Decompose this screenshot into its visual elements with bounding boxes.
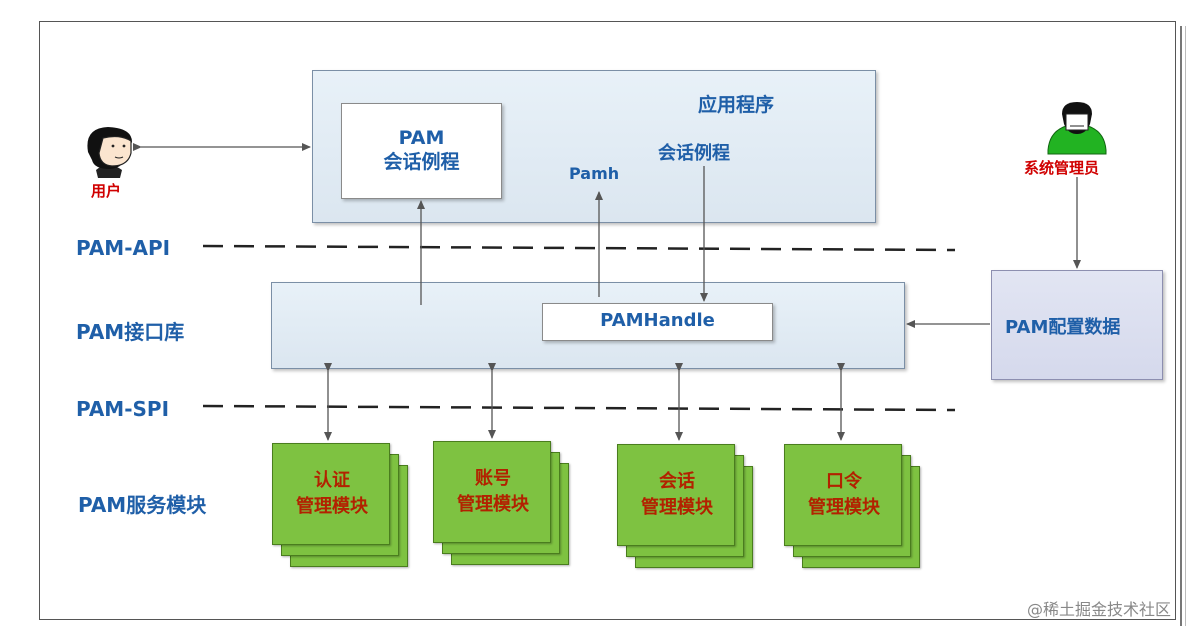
pam-session-line1: PAM xyxy=(398,127,445,149)
layer-label-library: PAM接口库 xyxy=(76,320,185,344)
pam-session-line2: 会话例程 xyxy=(383,151,460,173)
page-edge xyxy=(1180,26,1191,626)
password-management-module: 口令 管理模块 xyxy=(784,444,920,572)
pam-session-routine-box: PAM 会话例程 xyxy=(341,103,502,199)
layer-label-spi: PAM-SPI xyxy=(76,397,170,421)
module-label-line1: 认证 xyxy=(314,470,350,491)
session-management-module: 会话 管理模块 xyxy=(617,444,753,572)
module-label-line2: 管理模块 xyxy=(808,497,880,518)
pamhandle-box: PAMHandle xyxy=(542,303,773,341)
user-label: 用户 xyxy=(91,182,122,200)
session-routine-label: 会话例程 xyxy=(658,143,730,164)
layer-label-services: PAM服务模块 xyxy=(78,493,207,517)
pam-config-label: PAM配置数据 xyxy=(1005,317,1121,338)
module-label-line1: 口令 xyxy=(826,471,862,492)
module-label-line2: 管理模块 xyxy=(457,494,529,515)
pam-config-box: PAM配置数据 xyxy=(991,270,1163,380)
module-label-line1: 账号 xyxy=(475,468,511,489)
auth-management-module: 认证 管理模块 xyxy=(272,443,408,571)
module-label-line1: 会话 xyxy=(659,471,695,492)
layer-label-api: PAM-API xyxy=(76,236,171,260)
module-label-line2: 管理模块 xyxy=(641,497,713,518)
module-label-line2: 管理模块 xyxy=(296,496,368,517)
pamh-label: Pamh xyxy=(569,164,620,183)
account-management-module: 账号 管理模块 xyxy=(433,441,569,569)
application-title: 应用程序 xyxy=(698,94,775,116)
admin-label: 系统管理员 xyxy=(1024,159,1100,177)
pamhandle-label: PAMHandle xyxy=(600,310,715,331)
watermark: @稀土掘金技术社区 xyxy=(1026,600,1171,619)
